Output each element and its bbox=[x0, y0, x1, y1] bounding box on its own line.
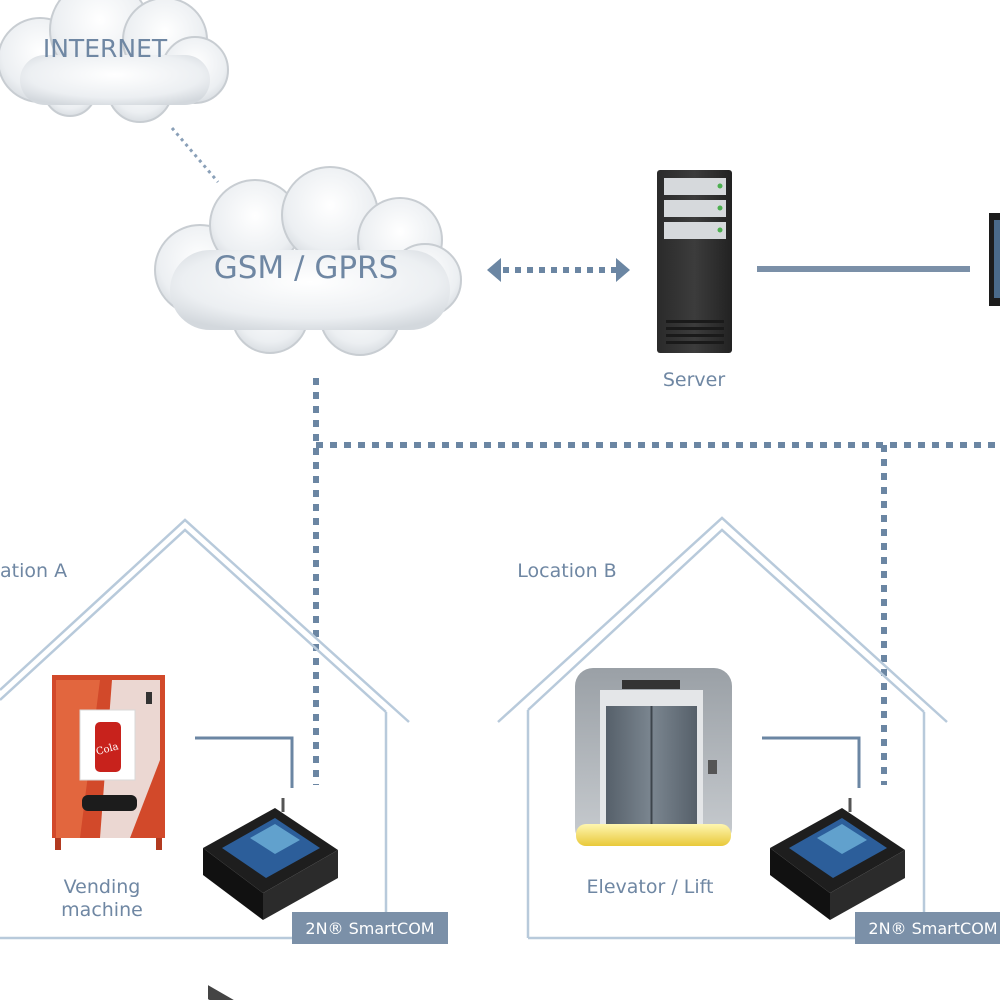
location-a-badge: 2N® SmartCOM bbox=[292, 912, 448, 944]
vending-router-link bbox=[195, 736, 294, 788]
gsm-router-icon bbox=[203, 798, 338, 1000]
gsm-location-links bbox=[313, 378, 1000, 785]
server-tower-icon bbox=[657, 170, 732, 353]
gsm-server-link bbox=[487, 258, 630, 282]
internet-cloud: INTERNET bbox=[0, 0, 229, 123]
location-a-house bbox=[0, 518, 410, 940]
elevator: Elevator / Lift bbox=[575, 668, 732, 898]
router-a bbox=[203, 798, 338, 1000]
location-a-badge-text: 2N® SmartCOM bbox=[305, 919, 434, 938]
elevator-router-link bbox=[762, 736, 861, 788]
vending-label-line1: Vending bbox=[64, 876, 141, 898]
vending-machine: Cola Vending machine bbox=[52, 675, 165, 921]
location-b-badge: 2N® SmartCOM bbox=[855, 912, 1000, 944]
internet-gsm-link bbox=[170, 127, 220, 183]
monitor-icon bbox=[989, 213, 1000, 306]
vending-label-line2: machine bbox=[61, 899, 143, 921]
cloud-icon bbox=[154, 166, 462, 356]
router-b bbox=[770, 798, 905, 920]
location-b-title: Location B bbox=[517, 560, 616, 582]
gsm-gprs-cloud: GSM / GPRS bbox=[154, 166, 462, 356]
vending-machine-icon: Cola bbox=[52, 675, 165, 850]
gsm-router-icon bbox=[770, 798, 905, 920]
elevator-label: Elevator / Lift bbox=[587, 876, 714, 898]
internet-label: INTERNET bbox=[43, 34, 168, 63]
server: Server bbox=[657, 170, 732, 391]
location-a-title: ation A bbox=[0, 560, 67, 582]
elevator-icon bbox=[575, 668, 732, 846]
cloud-icon bbox=[0, 0, 229, 123]
gsm-gprs-label: GSM / GPRS bbox=[214, 250, 399, 286]
location-b-badge-text: 2N® SmartCOM bbox=[868, 919, 997, 938]
server-label: Server bbox=[663, 369, 725, 391]
